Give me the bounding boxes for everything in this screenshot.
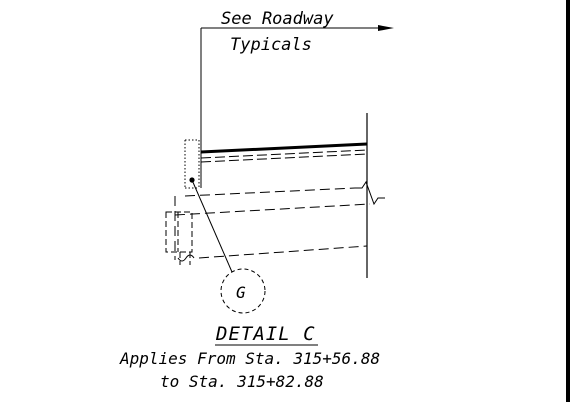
typicals-label: Typicals xyxy=(230,35,312,55)
callout-leader xyxy=(191,179,233,273)
applies-from-text: Applies From Sta. 315+56.88 xyxy=(119,349,380,368)
callout-label: G xyxy=(236,283,246,302)
dashed-post xyxy=(165,211,193,265)
pavement-surface xyxy=(200,142,368,154)
break-line xyxy=(355,180,385,206)
see-roadway-label: See Roadway xyxy=(221,9,334,29)
hidden-lines xyxy=(174,187,371,260)
post-base-squiggle xyxy=(177,254,195,262)
callout-circle xyxy=(220,268,266,314)
dotted-barrier xyxy=(184,139,200,189)
detail-title: DETAIL C xyxy=(215,323,316,345)
to-station-text: to Sta. 315+82.88 xyxy=(160,372,324,391)
